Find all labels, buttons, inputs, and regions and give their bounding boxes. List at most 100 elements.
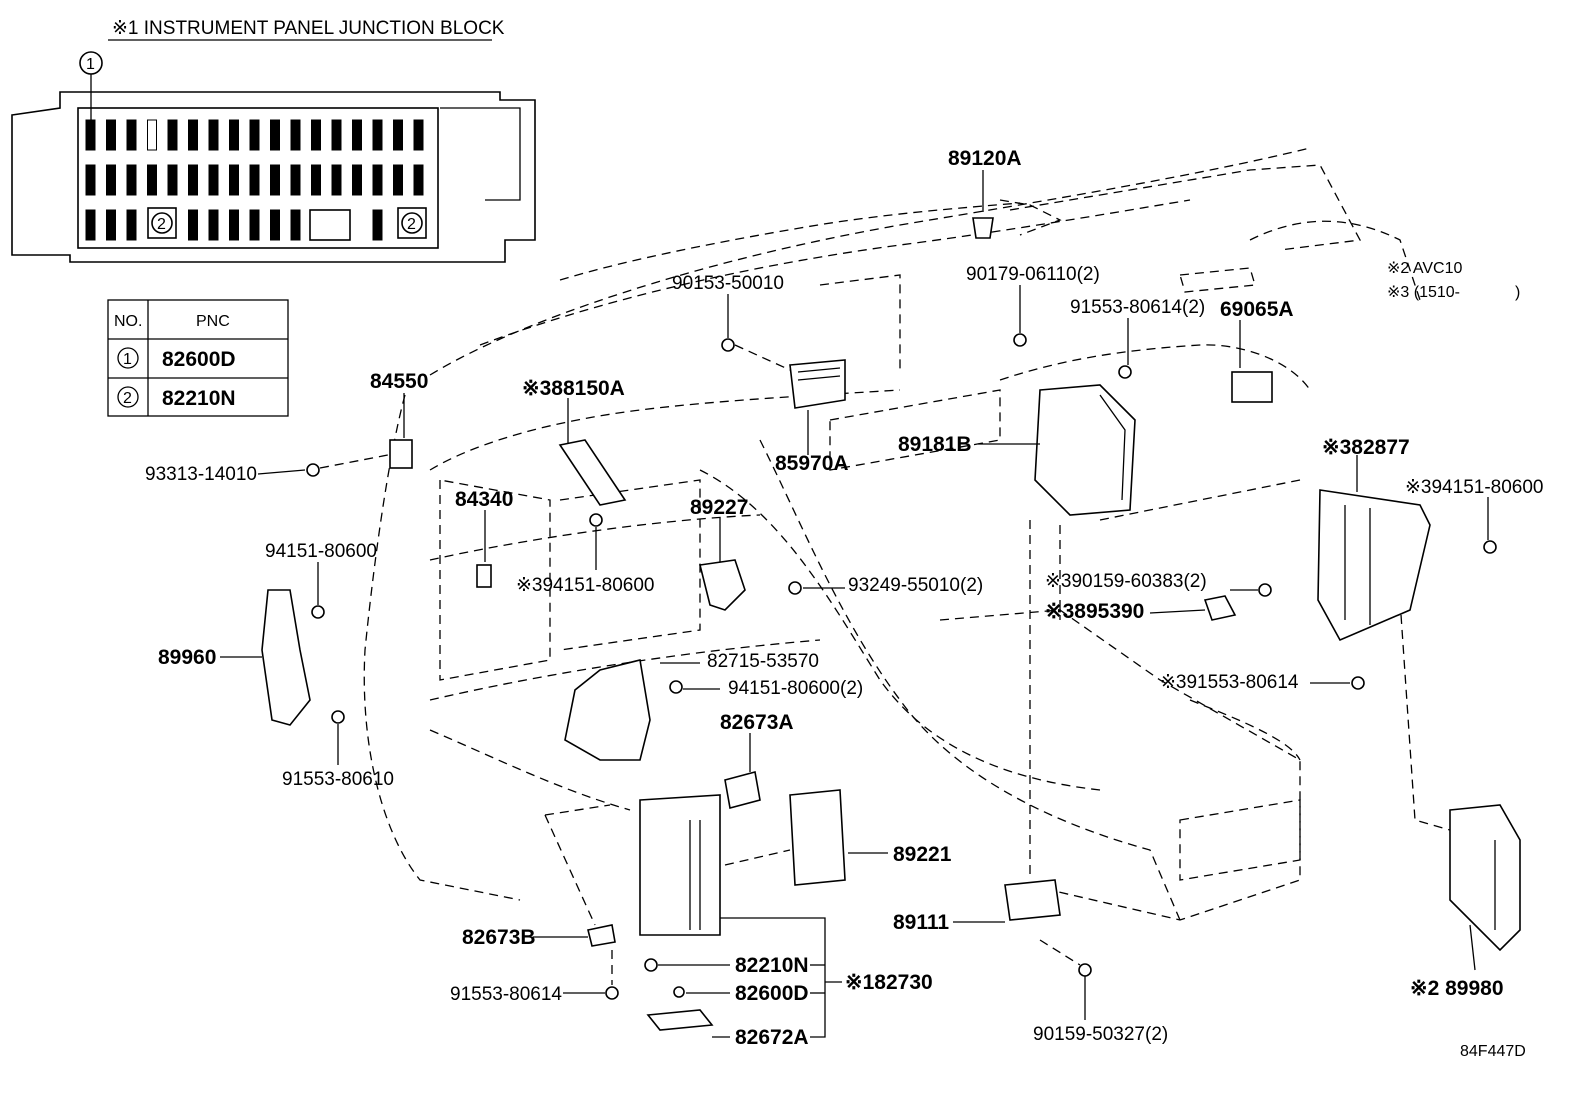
part-89227-sensor [699,559,746,611]
fuse-slot [352,164,362,196]
fuse-slot [167,164,178,196]
pnc-table: NO. PNC 1 82600D 2 82210N [107,299,289,417]
label-89221: 89221 [893,843,952,866]
label-90159-60383: ※390159-60383(2) [1045,571,1207,592]
label-89111: 89111 [893,911,949,934]
label-82210N: 82210N [735,954,809,977]
part-82672A-cover [646,1009,714,1031]
fuse-array [85,119,424,241]
fuse-slot [147,164,157,196]
label-90153-50010: 90153-50010 [672,273,784,294]
fuse-slot [208,164,219,196]
diagram-id: 84F447D [1460,1043,1526,1060]
fuse-slot [393,119,403,151]
leader-lines [220,170,1489,1038]
callout-circle-2b [401,212,423,234]
label-91553-80614-2: 91553-80614(2) [1070,297,1205,318]
fuse-slot [126,164,137,196]
fuse-slot [106,164,116,196]
label-82877: ※382877 [1322,436,1410,459]
fuse-slot [126,209,137,241]
part-89539Q-bracket [1203,595,1237,621]
fuse-slot [229,164,239,196]
fuse-slot [372,164,383,196]
label-91553-80614-right: ※391553-80614 [1160,672,1299,693]
label-84340: 84340 [455,488,513,511]
callout-2a-number: 2 [157,216,166,233]
part-84550-bracket [389,439,413,469]
label-82730: ※182730 [845,971,933,994]
part-89960-bracket [261,589,311,726]
fuse-slot [229,119,239,151]
part-89221-ecu [789,789,846,886]
label-85970A: 85970A [775,452,849,475]
fuse-slot [85,209,96,241]
note-1510-close: ) [1515,284,1520,301]
fuse-slot [249,164,260,196]
pnc-row-1-pnc: 82600D [162,348,236,371]
label-82673B: 82673B [462,926,536,949]
label-82673A: 82673A [720,711,794,734]
label-94151-80600-right: ※394151-80600 [1405,477,1543,498]
label-89181B: 89181B [898,433,972,456]
pnc-row-2-no: 2 [123,390,132,407]
label-91553-80614-bottom: 91553-80614 [450,984,562,1005]
fuse-slot [331,164,342,196]
fuse-slot [331,119,342,151]
note-avc10: ※2 AVC10 [1387,260,1462,277]
callout-1-number: 1 [86,56,95,73]
label-90179-06110: 90179-06110(2) [966,264,1100,285]
part-82673A-bracket [724,771,761,809]
fuse-slot [188,209,198,241]
label-89120A: 89120A [948,147,1022,170]
label-89960: 89960 [158,646,216,669]
fuse-slot [290,209,301,241]
label-91553-80610: 91553-80610 [282,769,394,790]
part-82673B-clip [587,924,616,947]
fuse-slot [208,119,219,151]
pnc-header-no: NO. [114,313,142,330]
fuse-slot [249,209,260,241]
fuse-slot [393,164,403,196]
label-94151-80600-2: 94151-80600(2) [728,678,863,699]
fuse-slot [290,119,301,151]
fuse-slot [85,164,96,196]
label-84550: 84550 [370,370,428,393]
label-94151-80600-left: 94151-80600 [265,541,377,562]
fuse-slot [372,119,383,151]
fuse-slot [311,164,321,196]
label-82715-53570: 82715-53570 [707,651,819,672]
fuse-slot [147,119,157,151]
label-89980: ※2 89980 [1410,977,1504,1000]
fuse-slot [167,119,178,151]
part-84340-switch [476,564,492,588]
fuse-slot [126,119,137,151]
part-85970A-bracket [789,359,846,409]
part-82877-duct [1317,489,1431,642]
fuse-slot [270,164,280,196]
label-89227: 89227 [690,496,748,519]
label-82672A: 82672A [735,1026,809,1049]
label-93313-14010: 93313-14010 [145,464,257,485]
fuse-slot [290,164,301,196]
part-82715-bracket [564,659,651,761]
pnc-row-2-pnc: 82210N [162,387,236,410]
part-89111-receiver [1004,879,1061,921]
fuse-slot [106,209,116,241]
fuse-slot [208,209,219,241]
label-88150A: ※388150A [522,377,625,400]
fuse-slot [249,119,260,151]
fuse-slot [188,164,198,196]
fuse-slot [270,119,280,151]
label-93249-55010: 93249-55010(2) [848,575,983,596]
callout-2b-number: 2 [407,216,416,233]
fuse-slot [270,209,280,241]
label-69065A: 69065A [1220,298,1294,321]
pnc-header-pnc: PNC [196,313,230,330]
part-82730-junction-block [639,794,721,936]
fuse-slot [229,209,239,241]
fuse-slot [413,119,424,151]
junction-block-title: ※1 INSTRUMENT PANEL JUNCTION BLOCK [112,18,505,39]
part-89181B-module [1034,384,1136,516]
